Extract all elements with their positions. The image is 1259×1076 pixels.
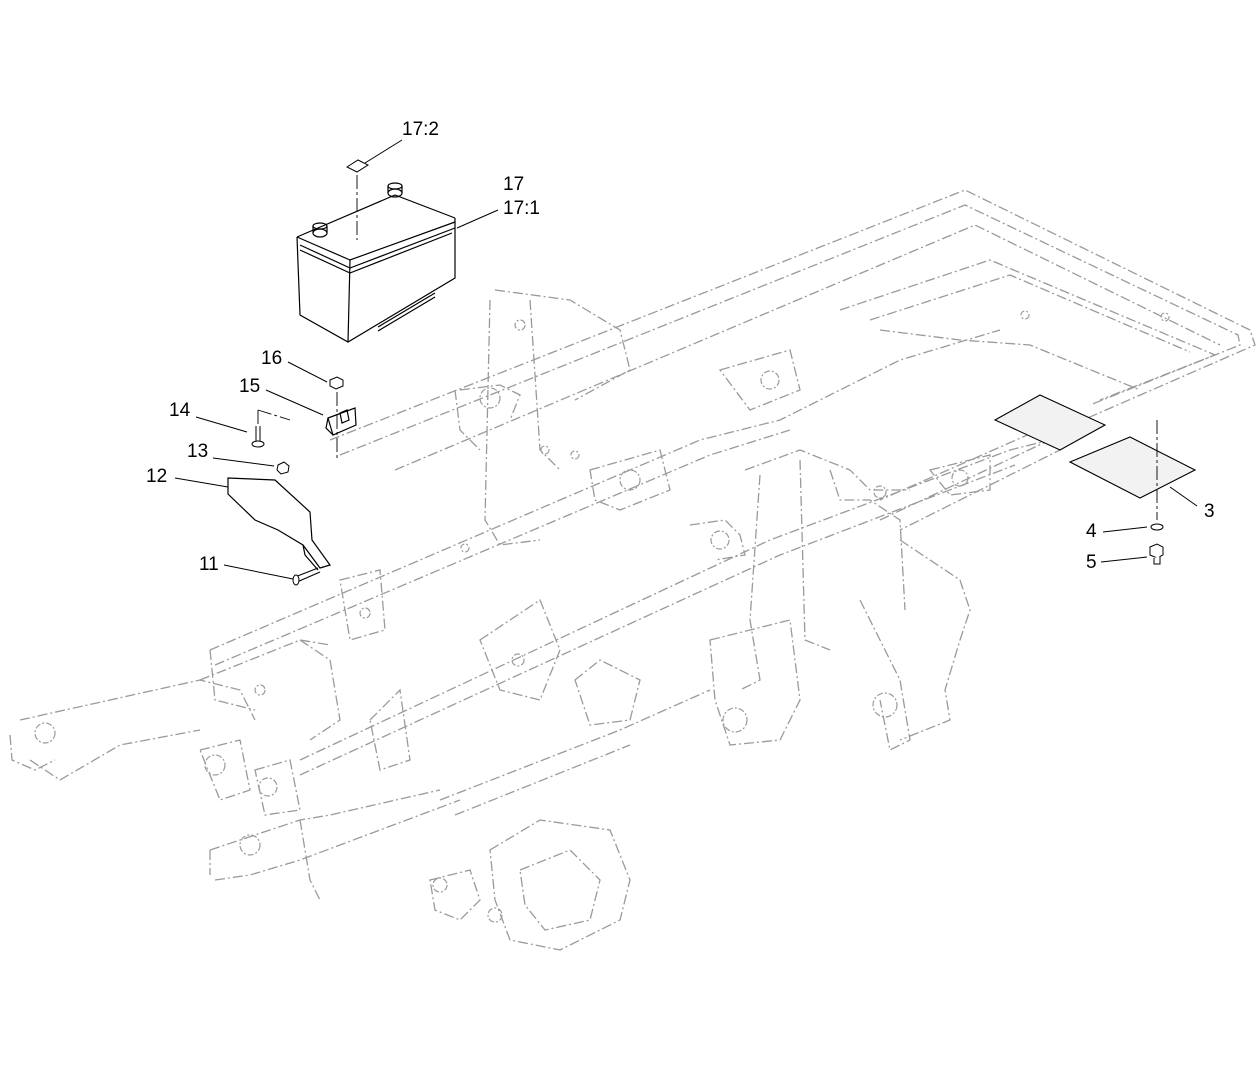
callout-5: 5 bbox=[1086, 552, 1097, 573]
battery-part bbox=[296, 182, 456, 343]
callout-12: 12 bbox=[146, 466, 168, 487]
battery-cap-part bbox=[345, 159, 370, 173]
plate-part bbox=[993, 394, 1197, 499]
nut-part-13 bbox=[276, 461, 290, 475]
frame-holes bbox=[34, 310, 1170, 923]
callout-17-1: 17:1 bbox=[503, 198, 540, 219]
callout-13: 13 bbox=[187, 441, 209, 462]
callout-17: 17 bbox=[503, 174, 525, 195]
callout-4: 4 bbox=[1086, 521, 1097, 542]
alignment-lines bbox=[257, 175, 1158, 520]
leader-lines bbox=[174, 139, 1198, 580]
bolt-part-14 bbox=[251, 426, 265, 448]
callout-15: 15 bbox=[239, 376, 261, 397]
washer-part bbox=[1150, 523, 1164, 531]
callout-14: 14 bbox=[169, 400, 191, 421]
chassis-frame bbox=[9, 189, 1256, 951]
callout-16: 16 bbox=[261, 348, 283, 369]
callout-11: 11 bbox=[199, 554, 219, 575]
nut-part bbox=[329, 376, 344, 390]
bolt-part-5 bbox=[1149, 543, 1164, 565]
callout-17-2: 17:2 bbox=[402, 119, 439, 140]
shield-part bbox=[227, 477, 331, 571]
bolt-part-11 bbox=[292, 567, 321, 586]
hold-down-bracket-part bbox=[325, 407, 357, 436]
callout-3: 3 bbox=[1204, 501, 1215, 522]
